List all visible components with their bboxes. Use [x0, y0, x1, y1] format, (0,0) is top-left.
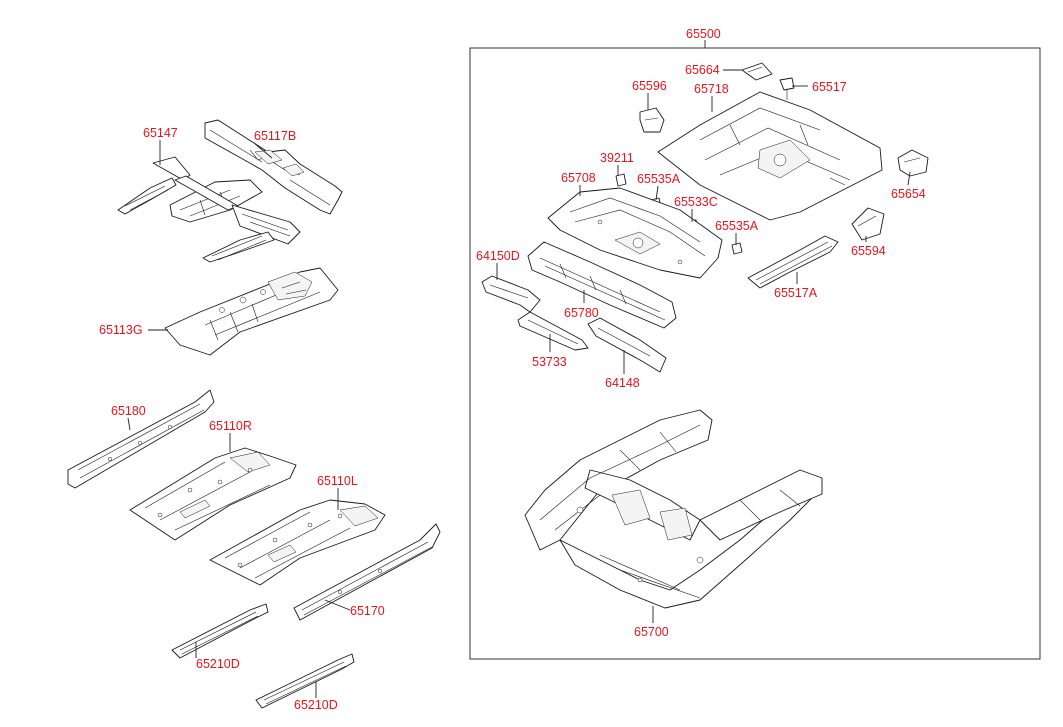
part-53733[interactable] — [517, 311, 589, 351]
part-65117B[interactable] — [204, 119, 343, 215]
part-65180[interactable] — [67, 389, 215, 489]
label-65594[interactable]: 65594 — [851, 244, 886, 258]
part-65517A[interactable] — [747, 235, 839, 289]
part-65170[interactable] — [293, 523, 441, 621]
part-65113G[interactable] — [164, 267, 339, 356]
label-65210D-b[interactable]: 65210D — [294, 698, 338, 712]
label-65117B[interactable]: 65117B — [254, 129, 296, 143]
part-64150D[interactable] — [481, 275, 541, 313]
label-65533C[interactable]: 65533C — [674, 195, 718, 209]
label-65210D-a[interactable]: 65210D — [196, 657, 240, 671]
label-65535A-a[interactable]: 65535A — [637, 172, 681, 186]
part-65594[interactable] — [851, 207, 885, 241]
part-65700[interactable] — [524, 409, 823, 609]
label-65113G[interactable]: 65113G — [99, 323, 143, 337]
part-64148[interactable] — [587, 317, 667, 373]
label-65180[interactable]: 65180 — [111, 404, 146, 418]
part-65210D-a[interactable] — [171, 603, 269, 659]
label-65110R[interactable]: 65110R — [209, 419, 252, 433]
label-65535A-b[interactable]: 65535A — [715, 219, 759, 233]
label-65718[interactable]: 65718 — [694, 82, 729, 96]
part-65654[interactable] — [897, 149, 929, 177]
part-65110R[interactable] — [129, 447, 297, 541]
label-65654[interactable]: 65654 — [891, 187, 926, 201]
label-65780[interactable]: 65780 — [564, 306, 599, 320]
part-65517[interactable] — [779, 77, 795, 100]
label-64148[interactable]: 64148 — [605, 376, 640, 390]
label-65170[interactable]: 65170 — [350, 604, 385, 618]
part-65664[interactable] — [741, 62, 773, 81]
part-labels: 65147 65117B 65113G 65180 65110R 65110L … — [99, 27, 926, 712]
label-65517A[interactable]: 65517A — [774, 286, 818, 300]
label-53733[interactable]: 53733 — [532, 355, 567, 369]
part-65780[interactable] — [527, 241, 677, 329]
assembly-frame — [469, 40, 1041, 660]
part-65718[interactable] — [657, 91, 883, 221]
label-65708[interactable]: 65708 — [561, 171, 596, 185]
part-65596[interactable] — [639, 107, 665, 133]
part-65535A-b[interactable] — [731, 242, 743, 255]
leader-lines — [127, 69, 911, 698]
label-65517[interactable]: 65517 — [812, 80, 847, 94]
part-65147[interactable] — [117, 156, 301, 263]
label-65596[interactable]: 65596 — [632, 79, 667, 93]
part-39211[interactable] — [615, 173, 627, 187]
label-39211[interactable]: 39211 — [600, 151, 634, 165]
label-65700[interactable]: 65700 — [634, 625, 669, 639]
label-65110L[interactable]: 65110L — [317, 474, 358, 488]
part-65110L[interactable] — [209, 499, 386, 586]
label-65664[interactable]: 65664 — [685, 63, 720, 77]
label-65147[interactable]: 65147 — [143, 126, 178, 140]
part-65210D-b[interactable] — [255, 653, 355, 709]
label-64150D[interactable]: 64150D — [476, 249, 520, 263]
label-65500[interactable]: 65500 — [686, 27, 721, 41]
part-65708[interactable] — [547, 187, 723, 279]
